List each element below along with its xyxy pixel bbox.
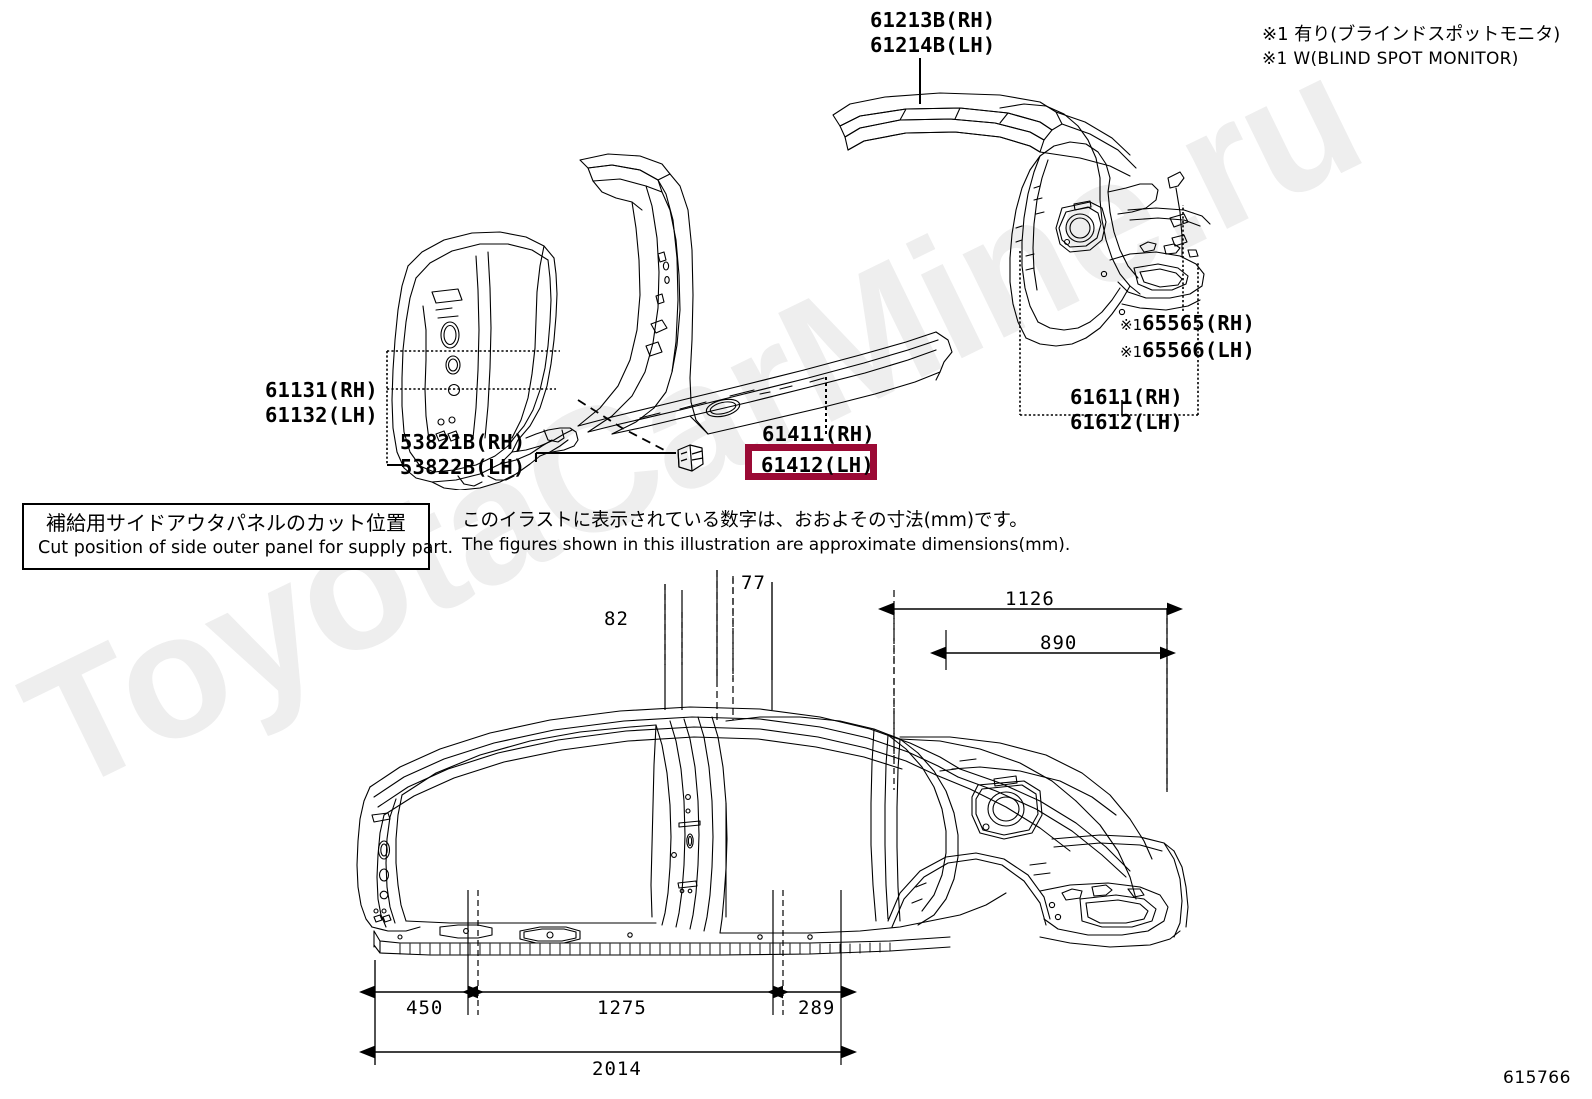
dimension-note-jp: このイラストに表示されている数字は、おおよその寸法(mm)です。 (462, 510, 1028, 531)
dimension-value-890: 890 (1040, 632, 1078, 654)
dimension-witness-lines-body (664, 570, 1168, 792)
highlighted-part-number: 61412(LH) (761, 453, 874, 477)
figure-id: 615766 (1503, 1068, 1571, 1088)
bsm-rh-note-mark: ※1 (1120, 316, 1143, 334)
highlighted-part-box[interactable]: 61412(LH) (745, 444, 877, 480)
bsm-rh-number: 65565(RH) (1142, 311, 1256, 335)
clip-bracket-part (677, 444, 704, 472)
label-quarter-panel-lh: 61612(LH) (1070, 410, 1183, 434)
label-front-pillar: 61131(RH) 61132(LH) (265, 378, 378, 428)
blind-spot-note-jp: ※1 有り(ブラインドスポットモニタ) (1262, 24, 1561, 45)
cut-position-legend-jp: 補給用サイドアウタパネルのカット位置 (46, 511, 406, 535)
label-roof-side-rail-lh: 61214B(LH) (870, 33, 996, 57)
label-bsm-sensor-rh: ※165565(RH) (1120, 311, 1255, 338)
dimension-note-en: The figures shown in this illustration a… (462, 535, 1071, 555)
label-rocker-rh: 61411(RH) (762, 422, 875, 446)
dimension-value-1126: 1126 (1005, 588, 1055, 610)
dimension-value-289: 289 (798, 997, 836, 1019)
label-quarter-panel: 61611(RH) 61612(LH) (1070, 385, 1183, 435)
dimension-note: このイラストに表示されている数字は、おおよその寸法(mm)です。 The fig… (462, 508, 1070, 557)
label-roof-side-rail-rh: 61213B(RH) (870, 8, 996, 32)
dimension-value-2014: 2014 (592, 1058, 642, 1080)
blind-spot-note-en: ※1 W(BLIND SPOT MONITOR) (1262, 49, 1519, 69)
label-bracket-lh: 53822B(LH) (400, 455, 526, 479)
label-roof-side-rail: 61213B(RH) 61214B(LH) (870, 8, 995, 58)
bsm-lh-number: 65566(LH) (1142, 338, 1256, 362)
assembled-body-drawing (356, 706, 1189, 956)
label-front-pillar-lh: 61132(LH) (265, 403, 378, 427)
cut-position-legend-en: Cut position of side outer panel for sup… (38, 538, 454, 558)
label-bsm-sensor-lh: ※165566(LH) (1120, 338, 1255, 365)
label-front-pillar-rh: 61131(RH) (265, 378, 378, 402)
label-quarter-panel-rh: 61611(RH) (1070, 385, 1183, 409)
dimension-value-1275: 1275 (597, 997, 647, 1019)
exploded-body-drawing (391, 92, 1211, 490)
blind-spot-note-top: ※1 有り(ブラインドスポットモニタ) ※1 W(BLIND SPOT MONI… (1262, 22, 1560, 71)
label-bsm-sensor: ※165565(RH) ※165566(LH) (1120, 311, 1255, 365)
bsm-lh-note-mark: ※1 (1120, 343, 1143, 361)
dimension-value-450: 450 (406, 997, 444, 1019)
upper-leader-lines (386, 58, 1199, 466)
dimension-value-77: 77 (741, 572, 766, 594)
label-bracket-rh: 53821B(RH) (400, 430, 526, 454)
dimension-value-82: 82 (604, 608, 629, 630)
label-bracket: 53821B(RH) 53822B(LH) (400, 430, 525, 480)
cut-position-legend: 補給用サイドアウタパネルのカット位置 Cut position of side … (22, 503, 454, 570)
